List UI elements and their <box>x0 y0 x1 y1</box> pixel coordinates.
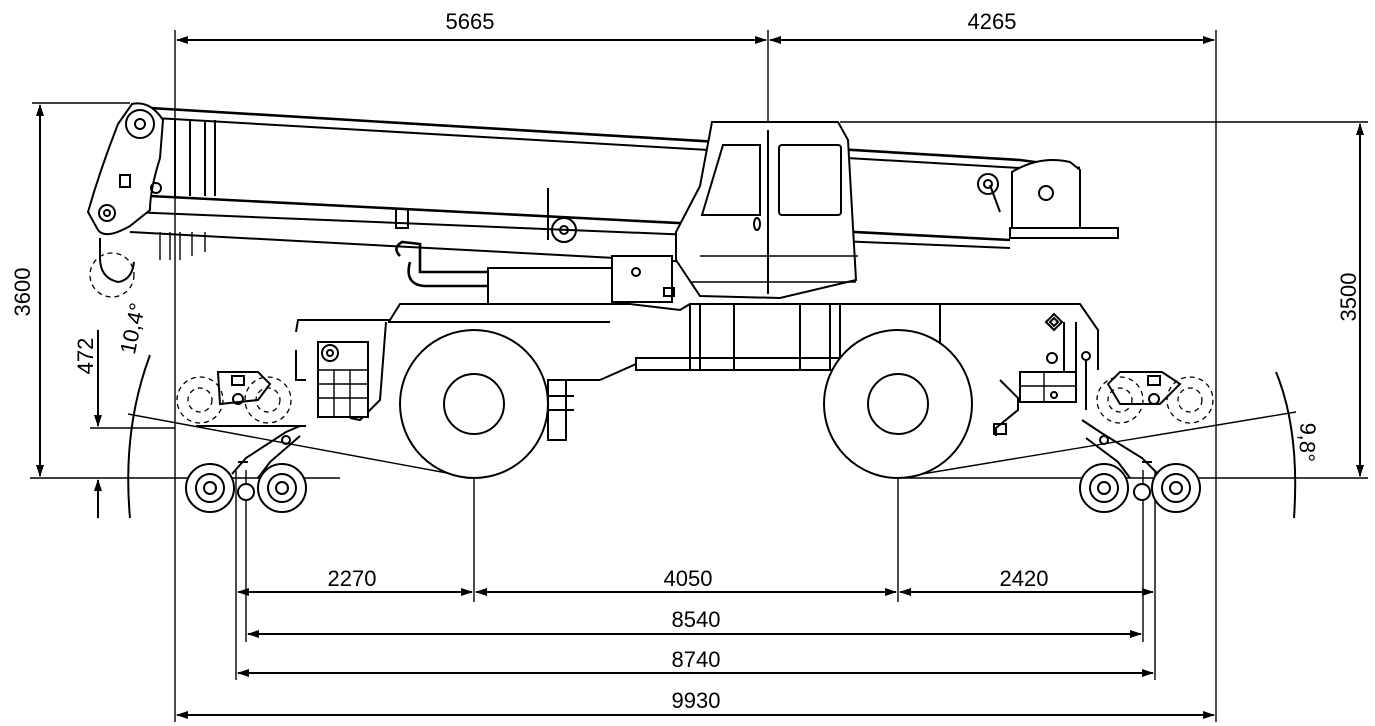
winch-drum <box>977 159 1119 239</box>
dim-wheelbase: 4050 <box>664 566 713 591</box>
dim-front-angle: 10,4° <box>115 301 150 357</box>
rear-rail-bogie <box>1079 419 1201 513</box>
dim-ground-clearance: 472 <box>73 338 98 375</box>
boom-head <box>86 102 206 298</box>
dim-height-left: 3600 <box>10 268 35 317</box>
dim-overall-length: 9930 <box>672 688 721 713</box>
rear-outrigger-box <box>993 312 1077 436</box>
chassis <box>295 303 1099 422</box>
dim-rail-bogie-span: 8740 <box>672 647 721 672</box>
rear-road-wheel <box>823 329 973 479</box>
dim-height-right: 3500 <box>1336 273 1361 322</box>
dim-top-left: 5665 <box>446 9 495 34</box>
dim-rear-overhang: 2420 <box>1000 566 1049 591</box>
luffing-cylinder <box>395 184 1001 288</box>
telescopic-boom <box>129 106 1081 263</box>
front-rail-bogie-stowed <box>176 371 306 427</box>
dim-top-right: 4265 <box>968 9 1017 34</box>
front-road-wheel <box>399 329 574 479</box>
dim-rear-angle: 9,8° <box>1294 422 1320 462</box>
front-outrigger-box <box>295 341 369 418</box>
dim-rail-axle-span: 8540 <box>672 607 721 632</box>
front-rail-bogie <box>185 425 307 513</box>
engine-housing <box>388 255 675 323</box>
cab <box>675 121 858 300</box>
rear-rail-bogie-stowed <box>1081 351 1214 424</box>
dimension-labels: 5665 4265 3600 3500 472 10,4° 9,8° 2270 … <box>10 9 1361 713</box>
dim-front-overhang: 2270 <box>328 566 377 591</box>
